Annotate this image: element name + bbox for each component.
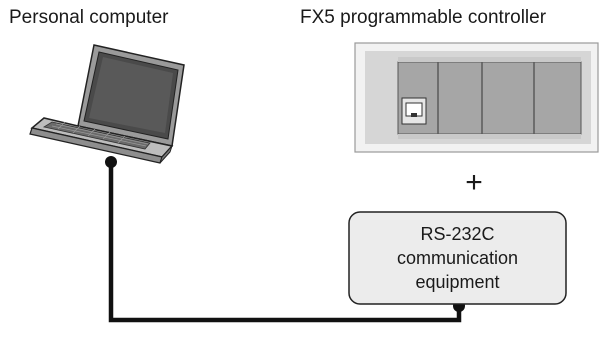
plus-sign: +: [465, 166, 483, 199]
plc-icon: [354, 42, 599, 153]
plc-label: FX5 programmable controller: [300, 7, 547, 28]
equipment-line-3: equipment: [415, 272, 500, 292]
laptop-icon: [29, 44, 185, 164]
personal-computer-label: Personal computer: [9, 7, 169, 28]
equipment-line-2: communication: [396, 248, 519, 268]
pc-connector-dot: [105, 156, 117, 168]
rs232c-equipment-text: RS-232C communication equipment: [349, 212, 566, 304]
equipment-line-1: RS-232C: [420, 224, 495, 244]
rs232c-equipment-box: [348, 211, 567, 305]
